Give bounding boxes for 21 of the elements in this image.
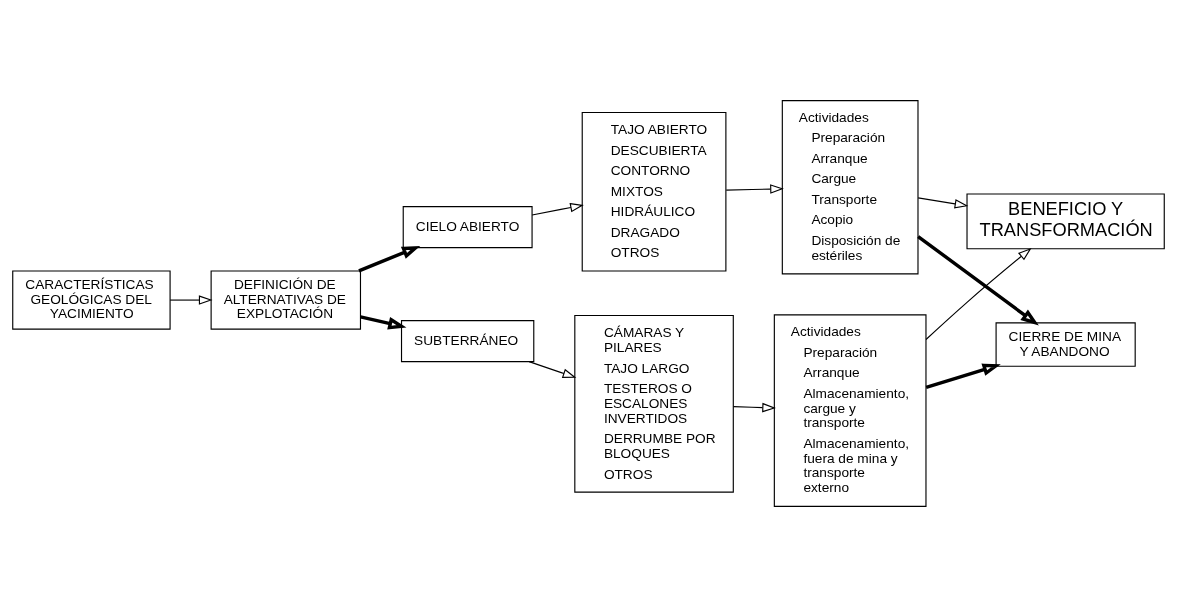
arrow [917,197,969,209]
arrow [169,295,213,305]
node-box: CIELO ABIERTO [402,206,533,249]
node-box: BENEFICIO Y TRANSFORMACIÓN [966,193,1165,250]
node-box: Actividades Preparación Arranque Cargue Transporte Acopio Disposición de estériles [781,100,919,275]
node-box: DEFINICIÓN DE ALTERNATIVAS DE EXPLOTACIÓN [210,270,362,330]
arrow [925,363,1001,390]
arrow [725,184,784,194]
node-box: CARACTERÍSTICAS GEOLÓGICAS DEL YACIMIENTO [12,270,171,330]
arrow [732,402,776,413]
node-box: SUBTERRÁNEO [400,320,535,363]
arrow [358,245,421,273]
arrow [528,361,577,378]
node-box: TAJO ABIERTO DESCUBIERTA CONTORNO MIXTOS HIDRÁULICO DRAGADO OTROS [581,111,727,272]
arrow [360,315,407,330]
node-box: CIERRE DE MINA Y ABANDONO [995,322,1136,367]
arrow [531,202,584,216]
arrow [925,247,1032,341]
arrow [917,235,1039,326]
node-box: Actividades Preparación Arranque Almacenamiento, cargue y transporte Almacenamiento, fuera de mina y transporte externo [773,314,927,507]
node-box: CÁMARAS Y PILARES TAJO LARGO TESTEROS O ESCALONES INVERTIDOS DERRUMBE POR BLOQUES OTROS [574,314,734,493]
